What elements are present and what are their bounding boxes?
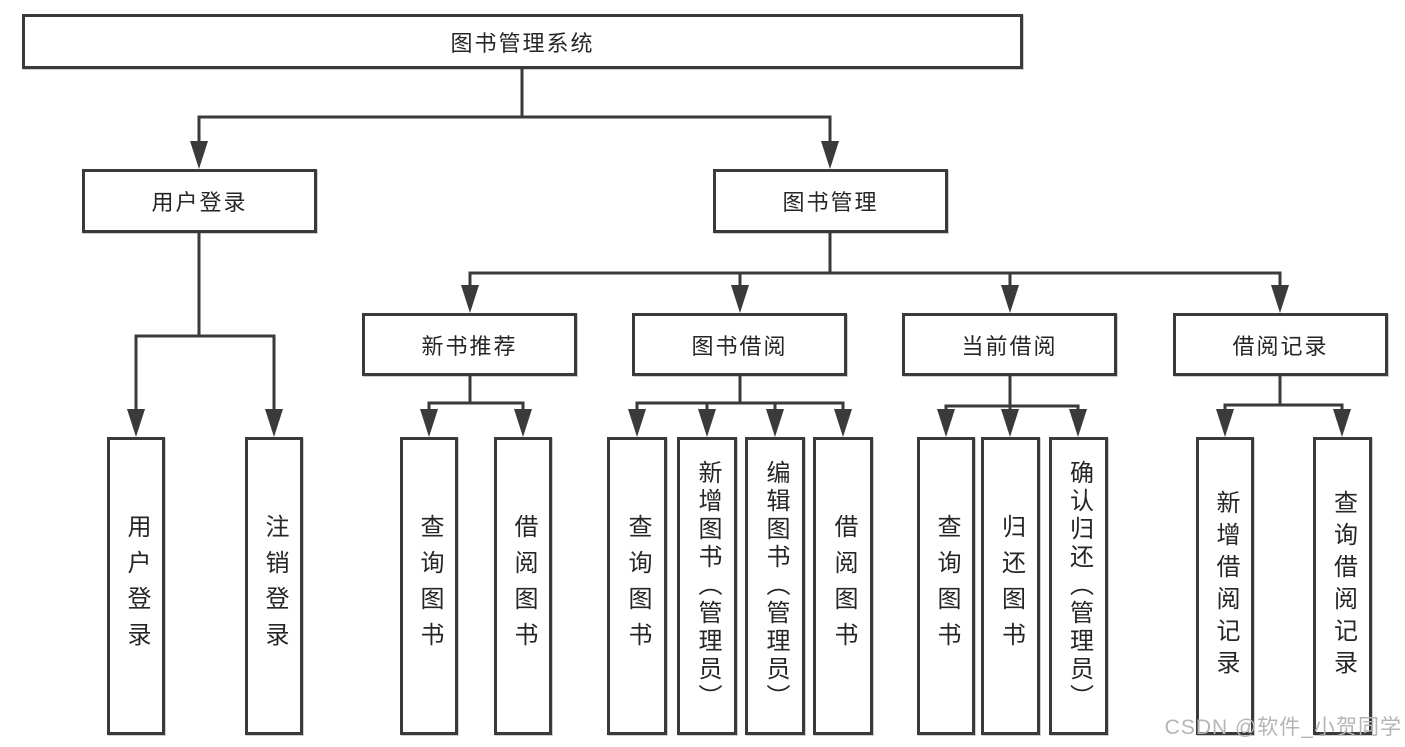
leaf-return-book: 归还图书 <box>981 437 1040 735</box>
arrow-icon <box>265 409 283 437</box>
edge-new-book-to-leaves <box>420 376 532 437</box>
edge-user-login-to-leaves <box>127 233 283 437</box>
node-book-borrow: 图书借阅 <box>632 313 847 376</box>
node-label: 当前借阅 <box>961 333 1058 359</box>
leaf-query-borrow-record: 查询借阅记录 <box>1313 437 1372 735</box>
leaf-borrow-books-recommend: 借阅图书 <box>494 437 552 735</box>
node-label: 注销登录 <box>261 514 288 658</box>
edge-current-borrow-to-leaves <box>937 376 1087 437</box>
node-label: 图书管理 <box>782 190 879 215</box>
node-book-management: 图书管理 <box>713 169 948 233</box>
leaf-confirm-return-admin: 确认归还（管理员） <box>1049 437 1108 735</box>
node-label: 查询借阅记录 <box>1329 490 1357 682</box>
node-label: 借阅图书 <box>510 514 537 658</box>
edge-borrow-records-to-leaves <box>1216 376 1351 437</box>
node-label: 查询图书 <box>933 514 960 658</box>
leaf-edit-book-admin: 编辑图书（管理员） <box>745 437 805 735</box>
edge-book-mgmt-to-level3 <box>461 233 1289 313</box>
arrow-icon <box>698 409 716 437</box>
edge-book-borrow-to-leaves <box>628 376 852 437</box>
node-label: 用户登录 <box>123 514 150 658</box>
node-label: 新增借阅记录 <box>1212 490 1239 682</box>
watermark: CSDN @软件_小贺同学 <box>1164 716 1402 739</box>
arrow-icon <box>937 409 955 437</box>
node-user-login: 用户登录 <box>82 169 317 233</box>
node-current-borrow: 当前借阅 <box>902 313 1117 376</box>
arrow-icon <box>514 409 532 437</box>
arrow-icon <box>834 409 852 437</box>
arrow-icon <box>731 285 749 313</box>
arrow-icon <box>127 409 145 437</box>
node-label: 图书借阅 <box>691 333 788 359</box>
arrow-icon <box>420 409 438 437</box>
leaf-user-login: 用户登录 <box>107 437 165 735</box>
edge-root-to-level2 <box>190 68 839 169</box>
arrow-icon <box>1001 285 1019 313</box>
arrow-icon <box>766 409 784 437</box>
node-label: 查询图书 <box>416 514 443 658</box>
arrow-icon <box>821 141 839 169</box>
node-book-management-system: 图书管理系统 <box>22 14 1023 69</box>
arrow-icon <box>1271 285 1289 313</box>
node-label: 归还图书 <box>997 514 1025 658</box>
node-label: 借阅记录 <box>1232 333 1329 359</box>
arrow-icon <box>1333 409 1351 437</box>
arrow-icon <box>1216 409 1234 437</box>
leaf-query-books-borrow: 查询图书 <box>607 437 667 735</box>
node-label: 图书管理系统 <box>450 30 595 56</box>
leaf-borrow-books: 借阅图书 <box>813 437 873 735</box>
node-label: 用户登录 <box>151 190 248 215</box>
node-label: 新书推荐 <box>421 333 518 359</box>
leaf-query-books-current: 查询图书 <box>917 437 975 735</box>
arrow-icon <box>628 409 646 437</box>
arrow-icon <box>1001 409 1019 437</box>
arrow-icon <box>1069 409 1087 437</box>
arrow-icon <box>190 141 208 169</box>
leaf-add-book-admin: 新增图书（管理员） <box>677 437 737 735</box>
arrow-icon <box>461 285 479 313</box>
leaf-logout: 注销登录 <box>245 437 303 735</box>
node-borrow-records: 借阅记录 <box>1173 313 1388 376</box>
node-label: 确认归还（管理员） <box>1065 460 1093 712</box>
leaf-add-borrow-record: 新增借阅记录 <box>1196 437 1254 735</box>
node-label: 编辑图书（管理员） <box>762 460 789 712</box>
leaf-query-books-recommend: 查询图书 <box>400 437 458 735</box>
node-label: 新增图书（管理员） <box>694 460 721 712</box>
node-label: 查询图书 <box>624 514 651 658</box>
node-new-book-recommend: 新书推荐 <box>362 313 577 376</box>
node-label: 借阅图书 <box>830 514 857 658</box>
